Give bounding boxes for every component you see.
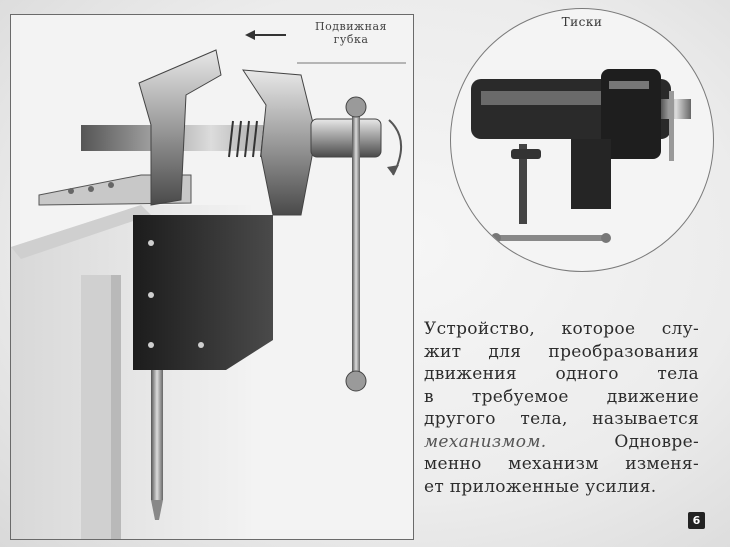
handle-bar bbox=[352, 110, 360, 378]
bench-vise-illustration bbox=[11, 15, 413, 539]
paragraph-line-1: Устройство, которое слу- bbox=[424, 318, 699, 341]
table-vise-photo bbox=[451, 9, 713, 271]
paragraph-line-7: менно механизм изменя- bbox=[424, 453, 699, 476]
paragraph-line-5: другого тела, называется bbox=[424, 408, 699, 431]
inset-circle: Тиски bbox=[450, 8, 714, 272]
paragraph-line-2: жит для преобразования bbox=[424, 341, 699, 364]
handle-hub bbox=[311, 119, 381, 157]
table-vise-clamp-handle bbox=[496, 235, 606, 241]
definition-paragraph: Устройство, которое слу- жит для преобра… bbox=[424, 318, 699, 498]
paragraph-line-3: движения одного тела bbox=[424, 363, 699, 386]
mechanism-term: механизмом. bbox=[424, 432, 546, 452]
movable-jaw-label: Подвижная губка bbox=[296, 20, 406, 46]
vise-diagram-panel bbox=[10, 14, 414, 540]
movable-jaw-label-line2: губка bbox=[296, 33, 406, 46]
paragraph-line-6: механизмом. Одновре- bbox=[424, 431, 699, 454]
paragraph-line-8: ет приложенные усилия. bbox=[424, 476, 699, 499]
table-vise-clamp bbox=[571, 139, 611, 209]
movable-jaw-label-line1: Подвижная bbox=[296, 20, 406, 33]
paragraph-line-6-rest: Одновре- bbox=[614, 432, 699, 452]
clamp-screw bbox=[151, 370, 163, 500]
page-number: 6 bbox=[688, 512, 705, 529]
paragraph-line-4: в требуемое движение bbox=[424, 386, 699, 409]
